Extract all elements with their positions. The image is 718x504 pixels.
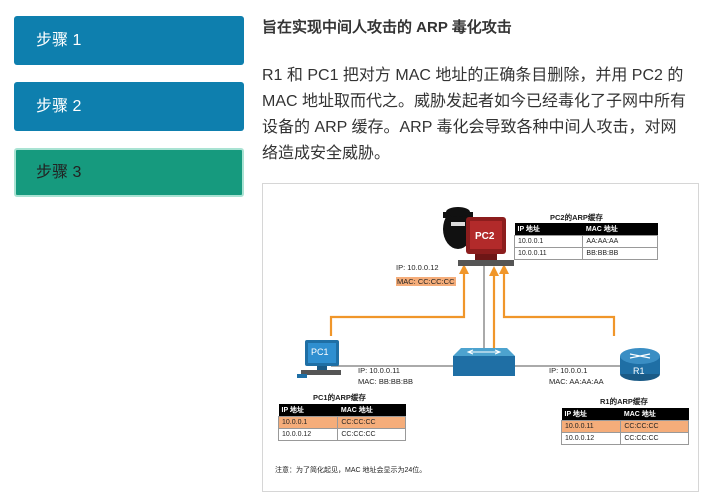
pc1-cache-title: PC1的ARP缓存	[313, 393, 366, 402]
r1-cache-title: R1的ARP缓存	[600, 397, 648, 406]
step-1-button[interactable]: 步骤 1	[14, 16, 244, 65]
switch-icon	[453, 348, 515, 376]
content-title: 旨在实现中间人攻击的 ARP 毒化攻击	[262, 19, 512, 36]
content-paragraph: R1 和 PC1 把对方 MAC 地址的正确条目删除，并用 PC2 的 MAC …	[262, 67, 687, 162]
pc2-label: PC2	[475, 231, 495, 242]
step-2-button[interactable]: 步骤 2	[14, 82, 244, 131]
r1-mac: MAC: AA:AA:AA	[549, 377, 604, 386]
arrow-heads	[459, 264, 509, 276]
arp-poisoning-diagram: PC2 IP: 10.0.0.12 MAC: CC:CC:CC PC1 IP: …	[262, 183, 699, 492]
pc1-label: PC1	[311, 347, 329, 357]
pc2-ip: IP: 10.0.0.12	[396, 263, 439, 272]
pc1-icon	[297, 340, 341, 378]
r1-label: R1	[633, 366, 645, 376]
pc2-hacker-icon	[443, 207, 514, 266]
figure-note: 注意：为了简化起见，MAC 地址会显示为24位。	[275, 467, 427, 474]
pc1-ip: IP: 10.0.0.11	[358, 366, 400, 375]
step-3-button[interactable]: 步骤 3	[14, 148, 244, 197]
pc1-mac: MAC: BB:BB:BB	[358, 377, 414, 386]
r1-ip: IP: 10.0.0.1	[549, 366, 588, 375]
attack-arrows	[329, 272, 616, 349]
pc2-mac: MAC: CC:CC:CC	[396, 277, 456, 286]
pc2-cache-title: PC2的ARP缓存	[550, 213, 603, 222]
r1-router-icon	[620, 348, 660, 381]
topology-drawing	[297, 207, 660, 381]
